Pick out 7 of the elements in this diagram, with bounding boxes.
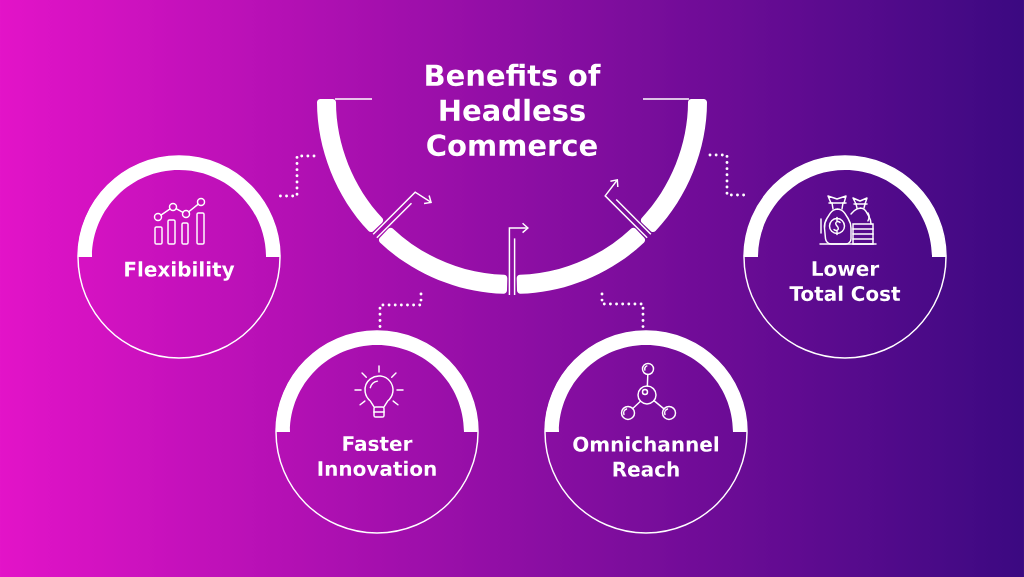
dotted-line xyxy=(278,154,316,198)
circle-node: Faster Innovation xyxy=(275,330,479,534)
circle-node: Flexibility xyxy=(77,155,281,359)
node-label: Benefits of Headless Commerce xyxy=(426,63,601,157)
dotted-line xyxy=(708,153,746,197)
circle-node: Lower Total Cost xyxy=(743,155,947,359)
circle-node: Omnichannel Reach xyxy=(544,330,748,534)
